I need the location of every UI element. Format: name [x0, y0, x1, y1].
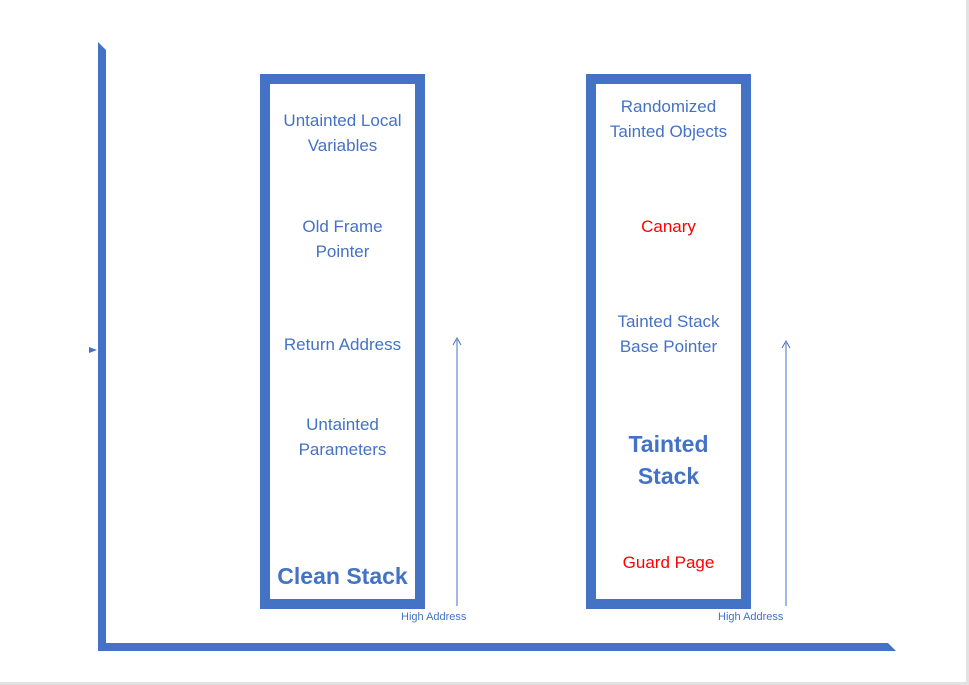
untainted-parameters: Untainted Parameters	[298, 415, 387, 459]
horizontal-axis	[98, 643, 896, 651]
clean-stack-box: Untainted Local Variables Old Frame Poin…	[260, 74, 425, 609]
clean-stack-arrowhead-icon	[452, 336, 462, 346]
return-address: Return Address	[283, 335, 402, 354]
tainted-stack-high-address-label: High Address	[718, 611, 784, 623]
randomized-tainted-objects: Randomized Tainted Objects	[609, 97, 728, 141]
tainted-stack-arrowhead-icon	[781, 339, 791, 349]
canary: Canary	[641, 217, 696, 236]
old-frame-pointer: Old Frame Pointer	[302, 217, 383, 261]
tainted-stack-title: Tainted Stack	[628, 431, 709, 489]
untainted-local-variables: Untainted Local Variables	[283, 111, 402, 155]
guard-page: Guard Page	[622, 553, 715, 572]
left-tick-arrow-icon	[89, 347, 97, 353]
vertical-axis	[98, 42, 106, 651]
clean-stack-high-address-label: High Address	[401, 611, 467, 623]
tainted-stack-box: Randomized Tainted Objects Canary Tainte…	[586, 74, 751, 609]
clean-stack-title: Clean Stack	[277, 563, 408, 589]
tainted-stack-base-pointer: Tainted Stack Base Pointer	[617, 312, 720, 356]
